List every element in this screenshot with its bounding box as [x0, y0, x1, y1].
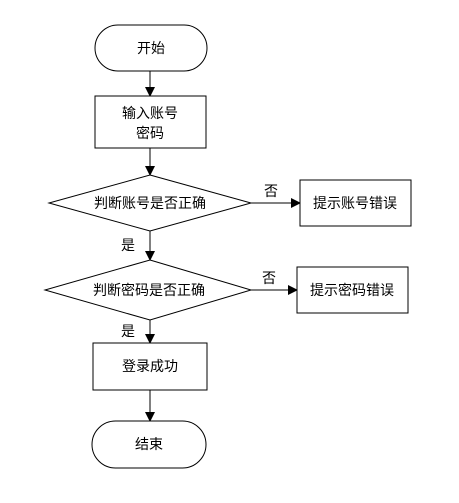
account-no-label: 否	[264, 184, 278, 200]
start-terminal	[94, 24, 208, 72]
check-account-label: 判断账号是否正确	[94, 196, 206, 212]
input-label-line2: 密码	[136, 125, 164, 142]
account-yes-label: 是	[121, 238, 135, 254]
check-password-label: 判断密码是否正确	[93, 282, 205, 299]
input-label-line1: 输入账号	[122, 106, 178, 122]
start-label: 开始	[137, 41, 165, 57]
password-error-box	[296, 266, 409, 314]
login-success-label: 登录成功	[122, 359, 178, 375]
password-yes-label: 是	[121, 324, 135, 340]
password-error-label: 提示密码错误	[310, 282, 394, 299]
account-error-box	[299, 179, 412, 227]
login-success-box	[92, 342, 208, 391]
password-no-label: 否	[262, 271, 276, 287]
end-label: 结束	[135, 437, 163, 453]
account-error-label: 提示账号错误	[313, 196, 397, 212]
input-process-box	[94, 95, 207, 149]
end-terminal	[91, 420, 207, 469]
